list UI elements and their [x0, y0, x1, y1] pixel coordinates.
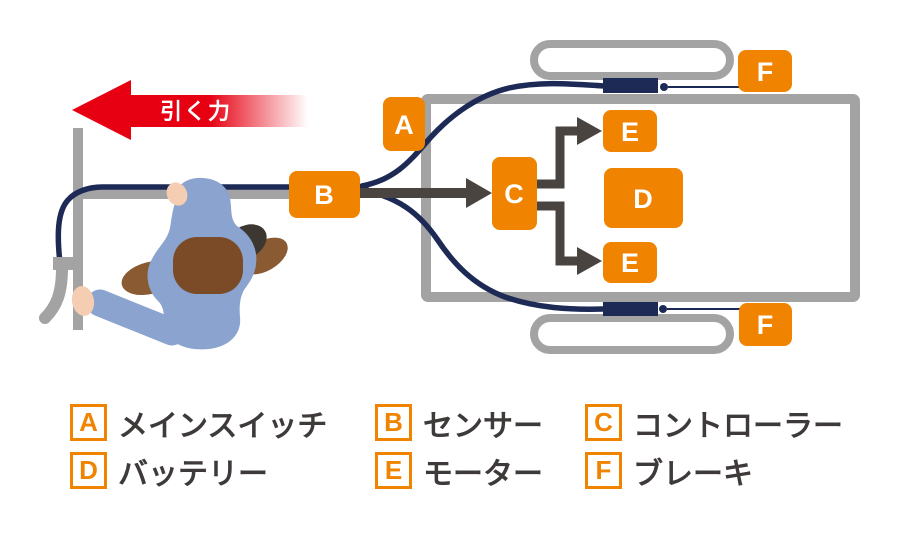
wheel-bottom — [530, 314, 734, 354]
legend-key-f: F — [585, 452, 622, 489]
box-controller: C — [492, 157, 537, 230]
arrowhead-e-bottom — [577, 247, 602, 275]
box-label-e-top: E — [621, 117, 639, 147]
cart-system-diagram: 引く力 — [39, 40, 860, 354]
legend-key-b: B — [375, 404, 412, 441]
handle-stub — [53, 257, 76, 270]
pull-force-label: 引く力 — [160, 99, 232, 124]
legend-key-a: A — [70, 404, 107, 441]
box-label-b: B — [314, 180, 334, 210]
brake-pad-top — [603, 78, 740, 93]
box-label-f-bottom: F — [757, 310, 774, 340]
legend-item-brake: F ブレーキ — [585, 452, 753, 491]
component-boxes: A B C D E E F — [289, 50, 792, 346]
legend-item-battery: D バッテリー — [70, 452, 268, 491]
legend-item-main-switch: A メインスイッチ — [70, 404, 327, 443]
box-label-f-top: F — [757, 57, 774, 87]
legend-key-e: E — [375, 452, 412, 489]
cable-branch-top — [359, 80, 607, 189]
cable — [55, 80, 607, 312]
person — [71, 177, 288, 350]
person-hand-top — [166, 182, 188, 206]
handle-post — [73, 128, 83, 330]
pull-force-arrow: 引く力 — [72, 80, 308, 140]
legend-label-c: コントローラー — [633, 409, 843, 443]
handle-hook — [39, 262, 68, 324]
arrow-c-to-e-bottom — [537, 201, 578, 266]
box-brake-top: F — [738, 50, 792, 92]
cable-branch-bottom — [359, 187, 607, 312]
box-label-e-bottom: E — [621, 248, 639, 278]
box-battery: D — [604, 168, 683, 228]
signal-arrows — [356, 117, 602, 275]
box-motor-bottom: E — [603, 242, 657, 283]
legend-item-controller: C コントローラー — [585, 404, 843, 443]
person-head — [173, 237, 243, 294]
brake-pad-bottom — [603, 302, 740, 316]
arrowhead-e-top — [577, 117, 602, 145]
box-brake-bottom: F — [739, 303, 792, 346]
legend-label-d: バッテリー — [118, 457, 268, 491]
legend-item-sensor: B センサー — [375, 404, 543, 443]
box-motor-top: E — [603, 110, 657, 152]
arrowhead-c — [466, 178, 492, 208]
box-label-c: C — [504, 179, 524, 209]
wheel-top — [530, 40, 734, 80]
connector-dot-top — [660, 83, 668, 91]
legend-label-b: センサー — [423, 409, 543, 443]
person-hand-bottom — [71, 286, 95, 316]
box-main-switch: A — [383, 97, 425, 151]
cable-main — [55, 184, 369, 266]
box-sensor: B — [289, 171, 360, 218]
connector-dot-bottom — [659, 305, 667, 313]
legend-label-e: モーター — [423, 457, 543, 491]
person-arm — [86, 289, 186, 346]
legend-item-motor: E モーター — [375, 452, 543, 491]
legend-key-c: C — [585, 404, 622, 441]
legend-label-f: ブレーキ — [633, 457, 753, 491]
arrow-c-to-e-top — [537, 126, 578, 189]
box-label-a: A — [394, 110, 414, 140]
box-label-d: D — [633, 184, 653, 214]
legend-key-d: D — [70, 452, 107, 489]
legend-label-a: メインスイッチ — [118, 409, 328, 443]
